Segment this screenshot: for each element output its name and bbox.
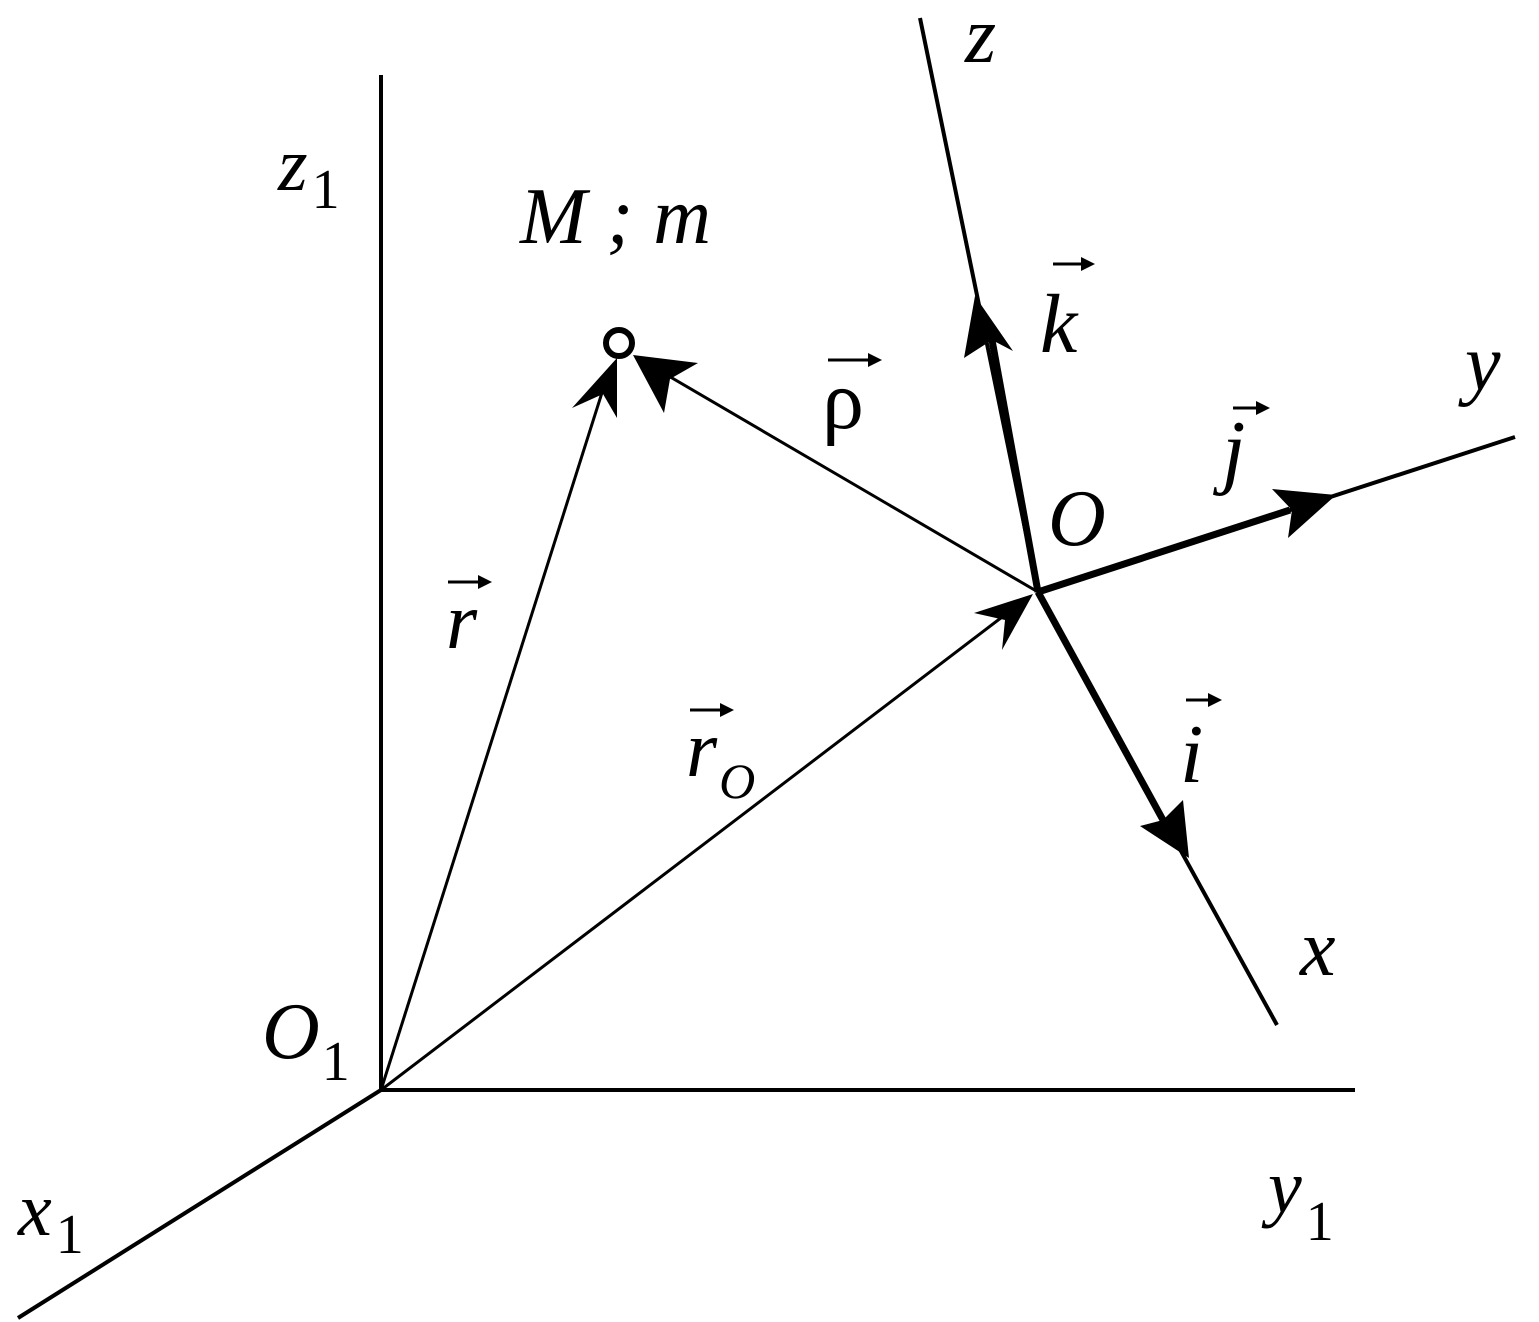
svg-text:k: k	[1040, 278, 1079, 371]
label-basis-j: j	[1213, 401, 1270, 497]
vector-r0-arrowhead	[974, 594, 1033, 650]
basis-j-arrowhead	[1272, 489, 1336, 538]
label-x: x	[1299, 905, 1336, 993]
basis-vector-k	[988, 339, 1042, 593]
label-y1: y1	[1261, 1145, 1334, 1253]
label-vector-r0: rO	[686, 703, 755, 809]
label-vector-r: r	[446, 575, 492, 666]
svg-text:rO: rO	[686, 706, 755, 809]
basis-vector-i	[1034, 590, 1167, 822]
label-z: z	[964, 0, 996, 80]
svg-text:r: r	[446, 578, 478, 666]
basis-vector-j	[1036, 506, 1292, 596]
svg-text:ρ: ρ	[822, 354, 864, 447]
point-m-marker	[603, 327, 635, 359]
label-vector-rho: ρ	[822, 353, 882, 447]
label-x1: x1	[17, 1168, 84, 1266]
label-point-m: M ; m	[519, 173, 711, 261]
label-y: y	[1458, 320, 1501, 408]
basis-k-arrowhead	[964, 296, 1013, 358]
label-basis-k: k	[1040, 257, 1095, 371]
basis-i-arrowhead	[1140, 800, 1189, 858]
axis-x1	[16, 1088, 383, 1320]
svg-text:j: j	[1213, 404, 1245, 497]
vector-r-arrowhead	[572, 358, 617, 418]
vector-rho-arrowhead	[633, 355, 698, 413]
label-o: O	[1048, 475, 1106, 563]
label-basis-i: i	[1180, 693, 1222, 801]
vector-r	[379, 379, 608, 1091]
svg-text:i: i	[1180, 708, 1203, 801]
label-o1: O1	[262, 988, 350, 1093]
label-z1: z1	[277, 123, 340, 221]
vector-rho	[654, 366, 1039, 594]
vector-r0	[380, 609, 1011, 1092]
